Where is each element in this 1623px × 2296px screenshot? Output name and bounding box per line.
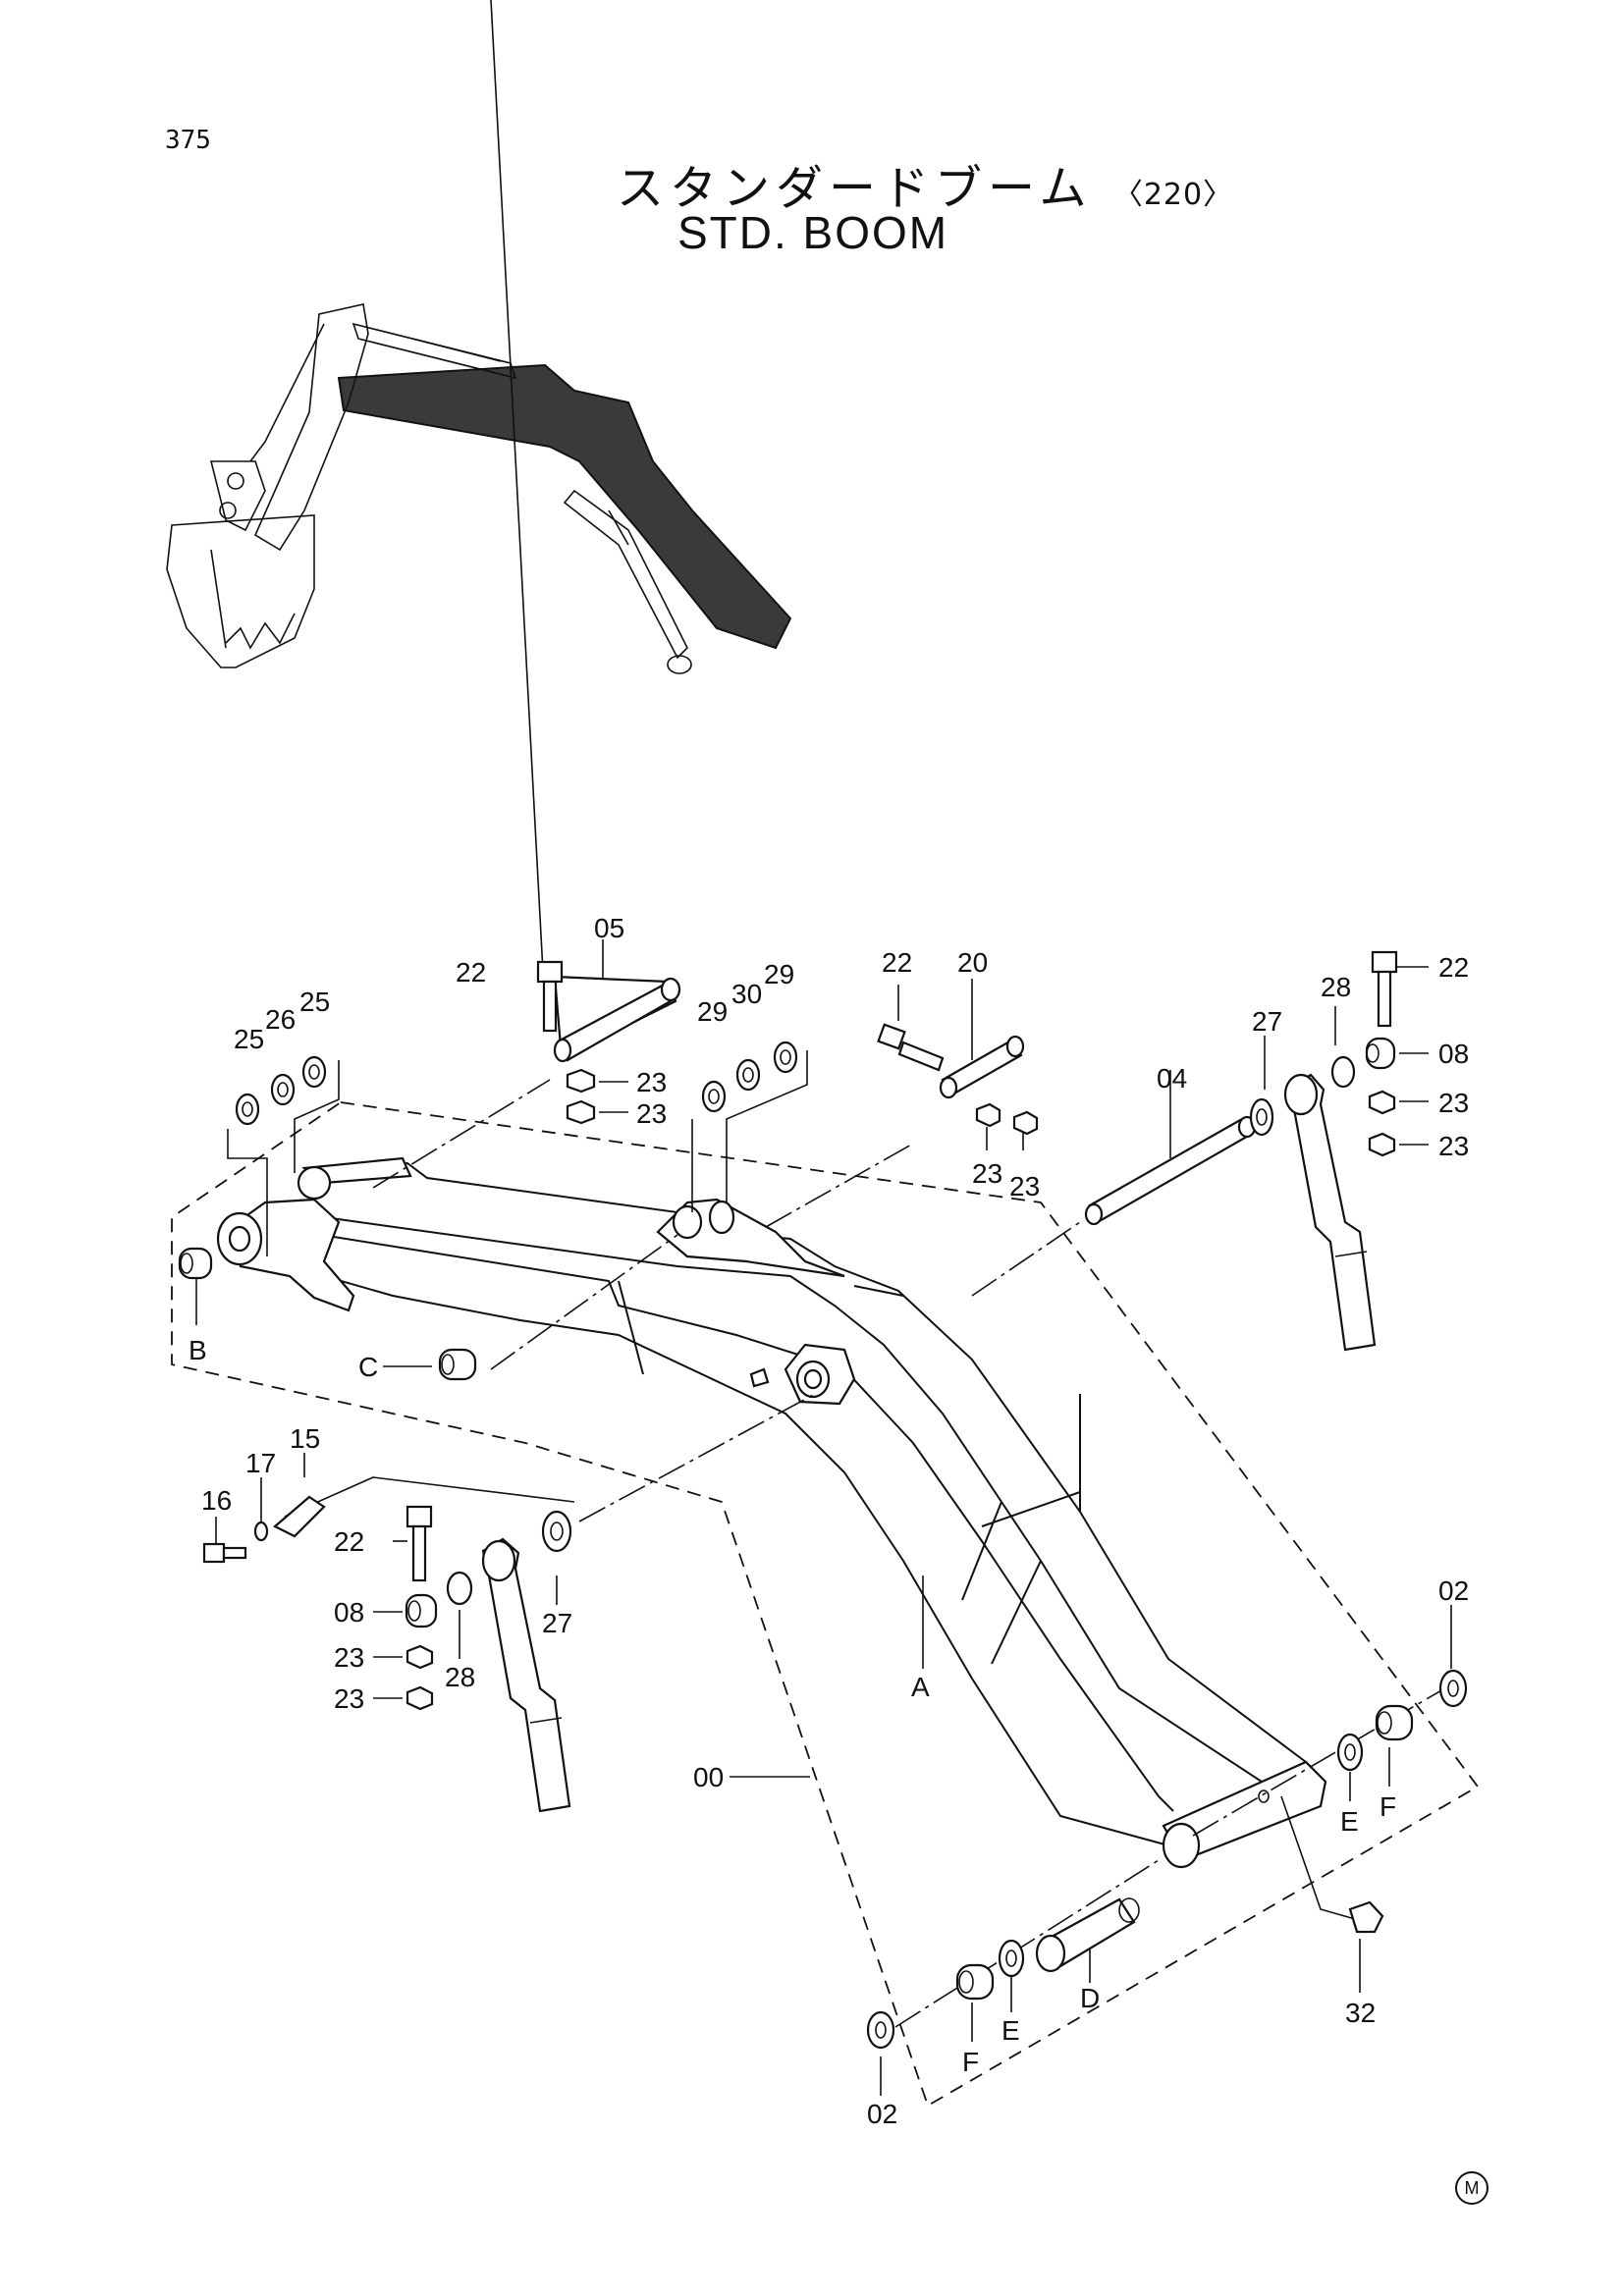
label-26: 26 [265,1004,296,1035]
washer-27-a [1249,1097,1274,1137]
leader-lines [195,0,1454,2096]
washer-26 [270,1073,296,1106]
label-23-a: 23 [636,1067,667,1097]
washer-29-b [773,1041,798,1074]
title-variant: 〈220〉 [1112,178,1234,212]
label-08-a: 08 [1438,1039,1469,1069]
label-05: 05 [594,913,624,943]
label-23-e: 23 [1438,1088,1469,1118]
washer-e-upper [1336,1733,1364,1772]
bolt-22-b [877,1023,945,1072]
pin-05 [553,975,681,1063]
page-number: 375 [165,126,211,155]
washer-30 [735,1058,761,1092]
label-16: 16 [201,1485,232,1516]
label-28-b: 28 [445,1662,475,1692]
label-22-c: 22 [1438,952,1469,983]
label-25-a: 25 [234,1024,264,1054]
cylinder-left [481,1537,571,1813]
label-02-b: 02 [867,2099,897,2129]
bolt-22-d [406,1505,433,1582]
m-mark-icon: M [1455,2171,1488,2205]
washer-e-lower [998,1939,1025,1978]
bushing-f-lower [955,1963,995,2001]
nut-23-h [406,1685,434,1711]
label-b: B [189,1335,207,1365]
nut-23-a [566,1068,596,1094]
label-27-a: 27 [1252,1006,1282,1037]
nut-23-f [1368,1132,1396,1157]
label-22-a: 22 [456,957,486,988]
bushing-08-b [405,1593,438,1629]
label-23-c: 23 [972,1158,1002,1189]
highlighted-boom [337,363,792,650]
nut-23-d [1012,1110,1039,1136]
washer-25-a [235,1093,260,1126]
washer-28-a [1330,1055,1356,1089]
bushing-f-upper [1375,1704,1414,1741]
cylinder-right [1283,1073,1377,1352]
title-japanese: スタンダードブーム 〈220〉 [617,149,1233,218]
label-a: A [911,1672,930,1702]
label-08-b: 08 [334,1597,364,1628]
boom-assembly [216,1156,1327,1869]
label-28-a: 28 [1321,972,1351,1002]
label-23-d: 23 [1009,1171,1040,1201]
parts [178,950,1468,2050]
label-29-a: 29 [697,996,728,1027]
bolt-22-c [1371,950,1398,1028]
callout-labels: 05 22 25 26 25 23 23 29 30 29 22 20 23 2… [189,913,1469,2129]
washer-28-b [446,1571,473,1606]
nut-23-e [1368,1090,1396,1115]
label-25-b: 25 [299,987,330,1017]
nut-23-c [975,1102,1001,1128]
washer-25-b [301,1055,327,1089]
assembly-boundary [171,1101,1480,2108]
label-04: 04 [1157,1063,1187,1094]
label-d: D [1080,1983,1100,2013]
bolt-16 [202,1542,247,1564]
bushing-c [438,1348,477,1381]
title-english: STD. BOOM [677,207,949,258]
label-00: 00 [693,1762,724,1792]
title-jp-text: スタンダードブーム [617,161,1093,216]
label-17: 17 [245,1448,276,1478]
pin-04 [1084,1115,1257,1226]
washer-02-upper [1438,1669,1468,1708]
bolt-22-a [536,960,564,1033]
label-f-2: F [962,2047,979,2077]
label-15: 15 [290,1423,320,1454]
excavator-thumbnail [166,303,792,674]
washer-29-a [701,1080,727,1113]
pin-d [1035,1897,1140,1973]
nut-23-b [566,1099,596,1125]
label-23-f: 23 [1438,1131,1469,1161]
lock-plate-15 [273,1495,326,1538]
label-23-b: 23 [636,1098,667,1129]
washer-17 [253,1521,269,1542]
label-22-d: 22 [334,1526,364,1557]
bushing-08-a [1365,1037,1396,1070]
label-27-b: 27 [542,1608,572,1638]
label-32: 32 [1345,1998,1376,2028]
washer-27-b [541,1510,572,1553]
pin-20 [939,1035,1025,1099]
label-e-2: E [1001,2015,1020,2046]
bushing-b [178,1247,213,1280]
label-20: 20 [957,947,988,978]
nut-23-g [406,1644,434,1670]
label-23-g: 23 [334,1642,364,1673]
label-30: 30 [731,979,762,1009]
label-22-b: 22 [882,947,912,978]
washer-02-lower [866,2010,895,2050]
label-02-a: 02 [1438,1575,1469,1606]
label-29-b: 29 [764,959,794,989]
grease-fitting-32 [1348,1900,1384,1934]
label-f-1: F [1380,1791,1396,1822]
label-c: C [358,1352,378,1382]
label-23-h: 23 [334,1683,364,1714]
label-e-1: E [1340,1806,1359,1837]
